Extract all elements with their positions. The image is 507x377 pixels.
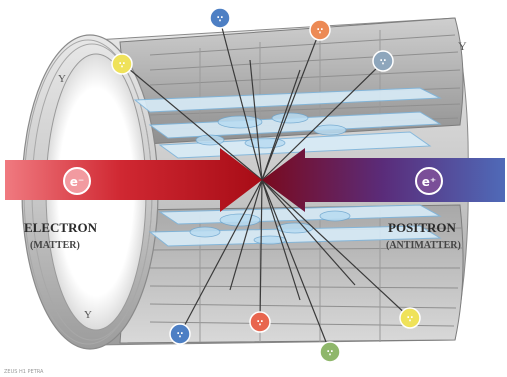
electron-symbol: e⁻ [70,175,84,189]
svg-text:∵: ∵ [257,319,263,329]
particle-ball: ∵ [169,323,191,345]
svg-text:∵: ∵ [380,58,386,68]
particle-tracks [122,19,411,353]
electron-label: ELECTRON [24,220,98,235]
positron-symbol: e⁺ [422,175,436,189]
svg-text:∵: ∵ [217,15,223,25]
axis-mark-bottom-left: Y [84,309,92,321]
positron-label: POSITRON [388,220,457,235]
positron-beam-arrow [262,148,505,212]
svg-text:∵: ∵ [327,349,333,359]
axis-mark-top-right: Y [458,39,467,53]
electron-sublabel: (MATTER) [30,240,80,251]
tracking-planes [133,87,442,247]
electron-beam-arrow [5,148,262,212]
particle-ball: ∵ [111,53,133,75]
particle-ball: ∵ [372,50,394,72]
outgoing-particles: ∵ ∵ ∵ ∵ ∵ ∵ ∵ ∵ [111,7,421,363]
particle-ball: ∵ [209,7,231,29]
particle-ball: ∵ [249,311,271,333]
image-credit: ZEUS H1 PETRA [4,369,44,375]
positron-ball: e⁺ [415,167,443,195]
svg-text:∵: ∵ [119,61,125,71]
positron-sublabel: (ANTIMATTER) [386,240,461,251]
svg-text:∵: ∵ [177,331,183,341]
svg-text:∵: ∵ [317,27,323,37]
axis-mark-top-left: Y [58,73,66,85]
particle-ball: ∵ [319,341,341,363]
particle-ball: ∵ [309,19,331,41]
svg-text:∵: ∵ [407,315,413,325]
particle-ball: ∵ [399,307,421,329]
electron-ball: e⁻ [63,167,91,195]
